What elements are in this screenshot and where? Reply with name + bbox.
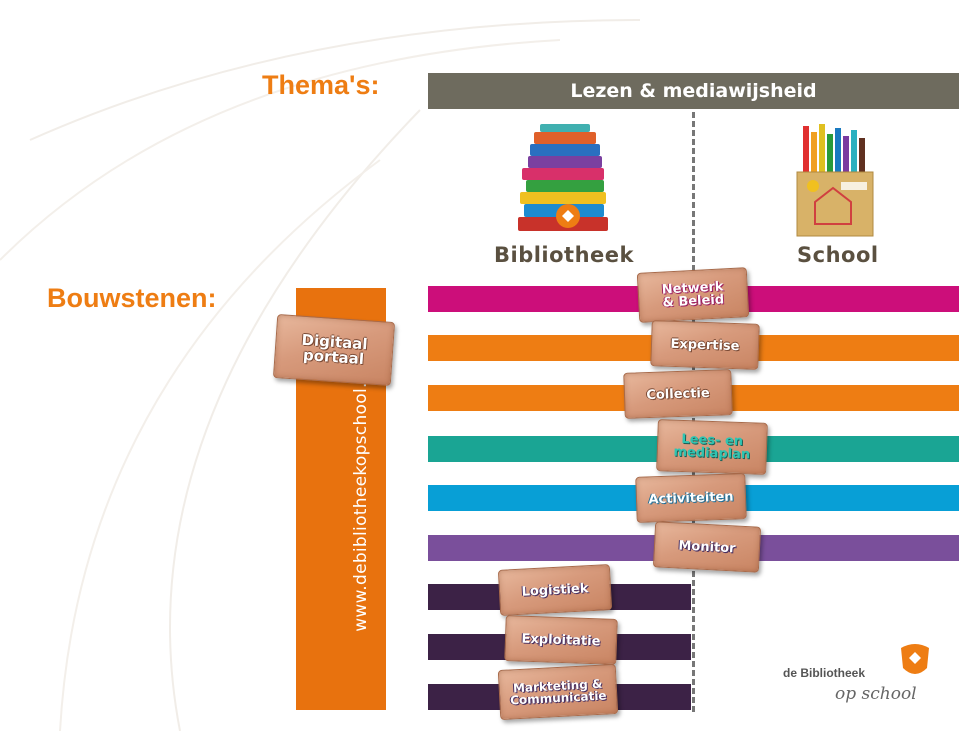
pencil-cup-icon <box>796 124 874 237</box>
brick-logistiek: Logistiek <box>497 564 613 616</box>
logo-text-line2: op school <box>835 684 917 704</box>
logo-text-line1: de Bibliotheek <box>783 666 866 680</box>
blocks-label: Bouwstenen: <box>47 283 217 313</box>
brick-activiteiten: Activiteiten <box>635 473 747 523</box>
brick-collectie: Collectie <box>623 369 733 419</box>
column-label-school: School <box>797 243 879 267</box>
brick-exploitatie: Exploitatie <box>504 615 618 665</box>
logo-mark-icon <box>901 644 929 674</box>
books-icon <box>518 124 608 231</box>
themes-label: Thema's: <box>262 70 380 100</box>
brick-netwerk-beleid: Netwerk& Beleid <box>636 267 750 323</box>
brick-monitor: Monitor <box>652 521 762 573</box>
brick-expertise: Expertise <box>650 320 760 370</box>
theme-bar-label: Lezen & mediawijsheid <box>570 80 817 102</box>
brick-marketing-communicatie: Markteting &Communicatie <box>497 663 619 721</box>
theme-bar: Lezen & mediawijsheid <box>428 73 959 109</box>
portal-url-text: www.debibliotheekopschool.nl <box>351 366 371 632</box>
column-label-bibliotheek: Bibliotheek <box>494 243 635 267</box>
bibliotheek-op-school-logo: de Bibliotheek op school <box>783 642 943 714</box>
